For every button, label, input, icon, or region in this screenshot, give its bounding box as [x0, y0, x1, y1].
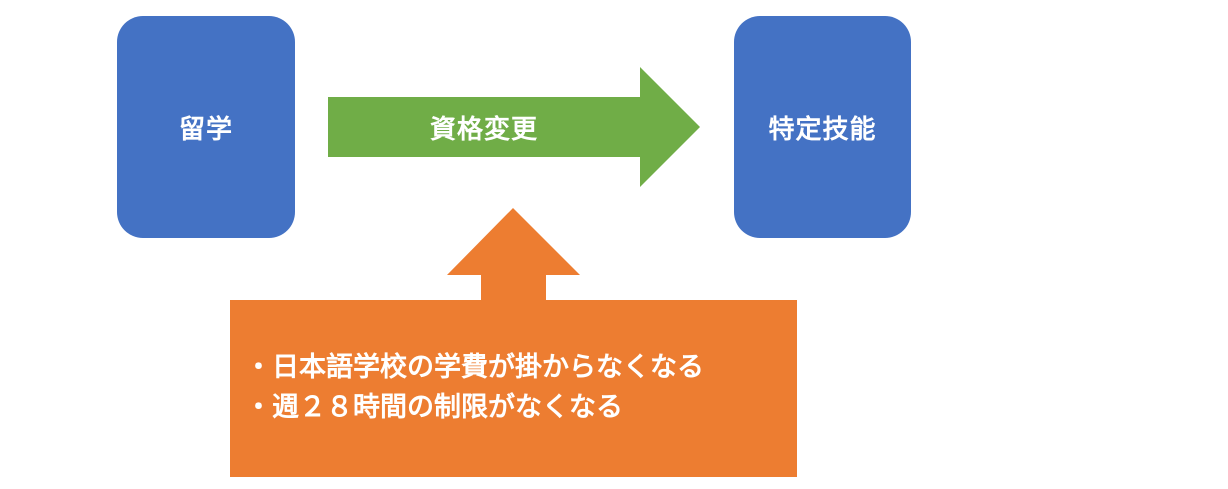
status-box-study-abroad-label: 留学 [178, 114, 233, 145]
status-change-arrow [328, 67, 700, 187]
benefit-up-arrow [447, 208, 580, 302]
status-box-specified-skilled-worker: 特定技能 [734, 16, 911, 238]
status-box-study-abroad: 留学 [117, 16, 295, 238]
benefit-item-work-hours: ・週２８時間の制限がなくなる [245, 392, 623, 423]
status-box-specified-skilled-worker-label: 特定技能 [768, 114, 877, 145]
benefits-list: ・日本語学校の学費が掛からなくなる ・週２８時間の制限がなくなる [245, 348, 805, 428]
status-change-label: 資格変更 [429, 114, 538, 145]
benefits-box [230, 300, 797, 477]
benefit-item-tuition: ・日本語学校の学費が掛からなくなる [245, 352, 704, 383]
